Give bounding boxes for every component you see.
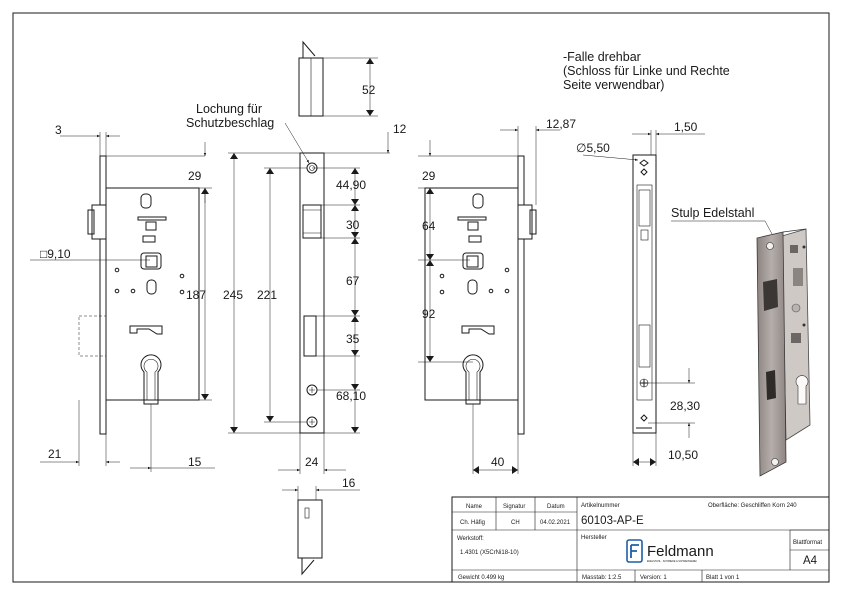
tb-signatur-header: Signatur bbox=[503, 504, 525, 510]
tb-werkstoff-header: Werkstoff: bbox=[457, 536, 484, 542]
dim-12: 12 bbox=[393, 122, 407, 136]
tb-name: Ch. Häfig bbox=[460, 520, 485, 526]
tb-artikelnummer-header: Artikelnummer bbox=[581, 503, 620, 509]
drawing-frame bbox=[12, 12, 830, 583]
note-lochung-2: Schutzbeschlag bbox=[186, 116, 274, 130]
dim-15: 15 bbox=[188, 455, 202, 469]
dim-12-87: 12,87 bbox=[546, 117, 576, 131]
dim-68-10: 68,10 bbox=[336, 389, 366, 403]
tb-signatur: CH bbox=[511, 520, 520, 526]
dim-187: 187 bbox=[186, 288, 206, 302]
view-side-right: 12,87 29 64 92 40 bbox=[418, 117, 576, 474]
dim-221: 221 bbox=[257, 288, 277, 302]
tb-werkstoff: 1.4301 (X5CrNi18-10) bbox=[460, 550, 519, 556]
title-block: Name Signatur Datum Ch. Häfig CH 04.02.2… bbox=[451, 496, 830, 583]
dim-24: 24 bbox=[305, 455, 319, 469]
tb-name-header: Name bbox=[466, 504, 483, 510]
note-falle-2: (Schloss für Linke und Rechte bbox=[563, 64, 730, 78]
note-falle-1: -Falle drehbar bbox=[563, 50, 641, 64]
logo-text: Feldmann bbox=[647, 543, 714, 560]
dim-35: 35 bbox=[346, 332, 360, 346]
dim-245: 245 bbox=[223, 288, 243, 302]
view-narrow-front: 1,50 ∅5,50 28,30 10,50 bbox=[576, 120, 705, 466]
dim-44-90: 44,90 bbox=[336, 178, 366, 192]
dim-dia-5-50: ∅5,50 bbox=[576, 141, 610, 155]
tb-version: Version: 1 bbox=[640, 575, 667, 581]
view-faceplate: 52 Lochung für Schutzbeschlag 12 4 bbox=[186, 40, 407, 576]
tb-oberflaeche: Oberfläche: Geschliffen Korn 240 bbox=[708, 503, 797, 509]
tb-blattformat: A4 bbox=[803, 555, 818, 567]
tb-hersteller-header: Hersteller bbox=[581, 535, 607, 541]
dim-21: 21 bbox=[48, 447, 62, 461]
dim-29: 29 bbox=[188, 169, 202, 183]
tb-artikelnummer: 60103-AP-E bbox=[581, 515, 644, 527]
lock-3d-render: Stulp Edelstahl bbox=[671, 206, 811, 477]
dim-10-50: 10,50 bbox=[668, 448, 698, 462]
dim-16: 16 bbox=[342, 476, 356, 490]
view-side-left: 3 29 187 □9,10 21 15 bbox=[30, 123, 215, 472]
dim-square-9-10: □9,10 bbox=[40, 247, 71, 261]
feldmann-logo: Feldmann EDELSTAHL · SCHMIEDE & SCHWEISS… bbox=[626, 539, 714, 563]
tb-datum-header: Datum bbox=[547, 504, 565, 510]
dim-3: 3 bbox=[55, 123, 62, 137]
tb-blatt: Blatt 1 von 1 bbox=[706, 575, 740, 581]
tb-massstab: Masstab: 1:2.5 bbox=[582, 575, 622, 581]
dim-1-50: 1,50 bbox=[674, 120, 698, 134]
tb-blattformat-header: Blattformat bbox=[793, 540, 822, 546]
tb-datum: 04.02.2021 bbox=[540, 520, 571, 526]
dim-67: 67 bbox=[346, 274, 360, 288]
dim-29-right: 29 bbox=[422, 169, 436, 183]
dim-30: 30 bbox=[346, 218, 360, 232]
note-stulp: Stulp Edelstahl bbox=[671, 206, 754, 220]
note-lochung-1: Lochung für bbox=[196, 102, 262, 116]
logo-subtext: EDELSTAHL · SCHMIEDE & SCHWEISSEREI bbox=[647, 560, 697, 563]
dim-64: 64 bbox=[422, 219, 436, 233]
dim-28-30: 28,30 bbox=[670, 399, 700, 413]
dim-92: 92 bbox=[422, 307, 436, 321]
dim-40: 40 bbox=[491, 455, 505, 469]
dim-52: 52 bbox=[362, 83, 376, 97]
tb-gewicht: Gewicht 0.499 kg bbox=[458, 575, 504, 581]
note-falle-3: Seite verwendbar) bbox=[563, 78, 664, 92]
